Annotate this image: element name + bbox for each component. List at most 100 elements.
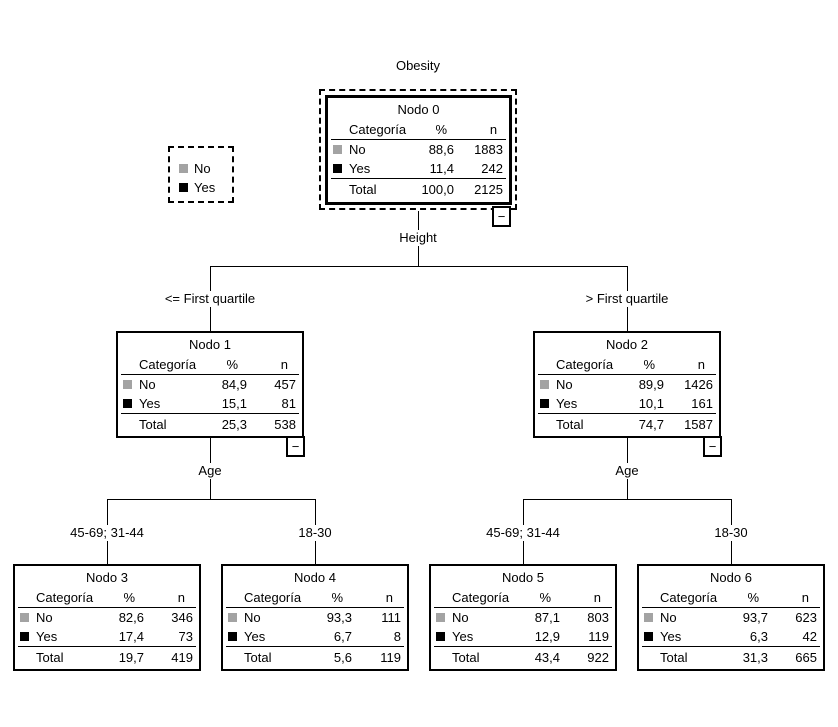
table-header-row: Categoría % n [226, 587, 404, 608]
row-pct: 84,9 [221, 377, 247, 392]
branch-label-age-18-30-right: 18-30 [710, 525, 752, 541]
table-header-row: Categoría % n [121, 354, 299, 375]
legend-label: Yes [194, 180, 216, 195]
connector-level2-left-crossbar [107, 499, 316, 500]
header-percent: % [435, 121, 448, 137]
table-row-yes: Yes 17,4 73 [18, 627, 196, 647]
row-n: 665 [795, 650, 817, 665]
row-pct: 87,1 [534, 610, 560, 625]
node-0[interactable]: Nodo 0 Categoría % n No 88,6 1883 Yes 11… [325, 95, 512, 205]
row-n: 119 [380, 650, 401, 665]
row-n: 73 [178, 629, 193, 644]
row-label: Total [139, 417, 167, 432]
node-4[interactable]: Nodo 4 Categoría % n No 93,3 111 Yes 6,7… [221, 564, 409, 671]
row-n: 1883 [474, 142, 503, 157]
minus-icon: − [708, 439, 717, 454]
row-pct: 11,4 [429, 161, 454, 176]
row-pct: 12,9 [534, 629, 560, 644]
header-percent: % [226, 356, 238, 372]
header-percent: % [747, 589, 759, 605]
row-label: Yes [139, 396, 161, 411]
header-category: Categoría [244, 589, 302, 605]
row-n: 623 [795, 610, 817, 625]
node-table: Categoría % n No 82,6 346 Yes 17,4 73 To… [18, 587, 196, 669]
node-5[interactable]: Nodo 5 Categoría % n No 87,1 803 Yes 12,… [429, 564, 617, 671]
row-label: Total [349, 182, 377, 197]
split-variable-age-right: Age [611, 463, 643, 479]
row-label: Yes [349, 161, 371, 176]
table-row-no: No 93,7 623 [642, 608, 820, 627]
row-pct: 10,1 [638, 396, 664, 411]
no-color-swatch [644, 613, 653, 622]
table-row-no: No 89,9 1426 [538, 375, 716, 394]
row-pct: 93,3 [326, 610, 352, 625]
selected-node-outline [319, 89, 517, 210]
table-row-total: Total 100,0 2125 [331, 179, 506, 200]
table-row-yes: Yes 6,7 8 [226, 627, 404, 647]
no-color-swatch [179, 164, 188, 173]
no-color-swatch [228, 613, 237, 622]
row-label: No [452, 610, 469, 625]
branch-label-age-45-69-31-44-left: 45-69; 31-44 [66, 525, 148, 541]
row-label: Total [452, 650, 480, 665]
header-category: Categoría [349, 121, 407, 137]
header-category: Categoría [452, 589, 510, 605]
row-pct: 15,1 [221, 396, 247, 411]
collapse-button-node-2[interactable]: − [703, 436, 722, 457]
yes-color-swatch [123, 399, 132, 408]
node-table: Categoría % n No 93,7 623 Yes 6,3 42 Tot… [642, 587, 820, 669]
row-n: 111 [381, 610, 401, 625]
table-row-yes: Yes 10,1 161 [538, 394, 716, 414]
table-row-no: No 87,1 803 [434, 608, 612, 627]
header-n: n [489, 121, 498, 137]
row-n: 922 [587, 650, 609, 665]
header-n: n [697, 356, 705, 372]
connector-level1-crossbar [210, 266, 628, 267]
row-label: Yes [556, 396, 578, 411]
row-n: 42 [802, 629, 817, 644]
header-percent: % [123, 589, 135, 605]
legend-item-no: No [179, 159, 232, 178]
row-pct: 5,6 [333, 650, 352, 665]
table-header-row: Categoría % n [18, 587, 196, 608]
header-category: Categoría [556, 356, 614, 372]
collapse-button-node-1[interactable]: − [286, 436, 305, 457]
table-row-yes: Yes 11,4 242 [331, 159, 506, 179]
row-pct: 43,4 [534, 650, 560, 665]
node-title: Nodo 6 [710, 570, 752, 585]
node-title: Nodo 1 [189, 337, 231, 352]
node-2[interactable]: Nodo 2 Categoría % n No 89,9 1426 Yes 10… [533, 331, 721, 438]
yes-color-swatch [333, 164, 342, 173]
table-row-total: Total 25,3 538 [121, 414, 299, 435]
collapse-button-node-0[interactable]: − [492, 206, 511, 227]
no-color-swatch [540, 380, 549, 389]
legend-box: No Yes [168, 146, 234, 203]
node-6[interactable]: Nodo 6 Categoría % n No 93,7 623 Yes 6,3… [637, 564, 825, 671]
split-variable-age-left: Age [194, 463, 226, 479]
header-category: Categoría [139, 356, 197, 372]
minus-icon: − [497, 209, 506, 224]
branch-label-age-18-30-left: 18-30 [294, 525, 336, 541]
table-header-row: Categoría % n [434, 587, 612, 608]
row-pct: 17,4 [118, 629, 144, 644]
table-header-row: Categoría % n [642, 587, 820, 608]
table-row-total: Total 19,7 419 [18, 647, 196, 668]
legend-label: No [194, 161, 211, 176]
legend-item-yes: Yes [179, 178, 232, 197]
node-1[interactable]: Nodo 1 Categoría % n No 84,9 457 Yes 15,… [116, 331, 304, 438]
node-3[interactable]: Nodo 3 Categoría % n No 82,6 346 Yes 17,… [13, 564, 201, 671]
yes-color-swatch [436, 632, 445, 641]
table-row-no: No 93,3 111 [226, 608, 404, 627]
header-n: n [177, 589, 185, 605]
table-row-total: Total 5,6 119 [226, 647, 404, 668]
branch-label-gt-first-quartile: > First quartile [581, 291, 673, 307]
node-table: Categoría % n No 84,9 457 Yes 15,1 81 To… [121, 354, 299, 436]
row-label: Yes [244, 629, 266, 644]
row-label: No [36, 610, 53, 625]
row-pct: 31,3 [742, 650, 768, 665]
branch-label-le-first-quartile: <= First quartile [160, 291, 260, 307]
header-n: n [280, 356, 288, 372]
yes-color-swatch [644, 632, 653, 641]
table-row-no: No 88,6 1883 [331, 140, 506, 159]
